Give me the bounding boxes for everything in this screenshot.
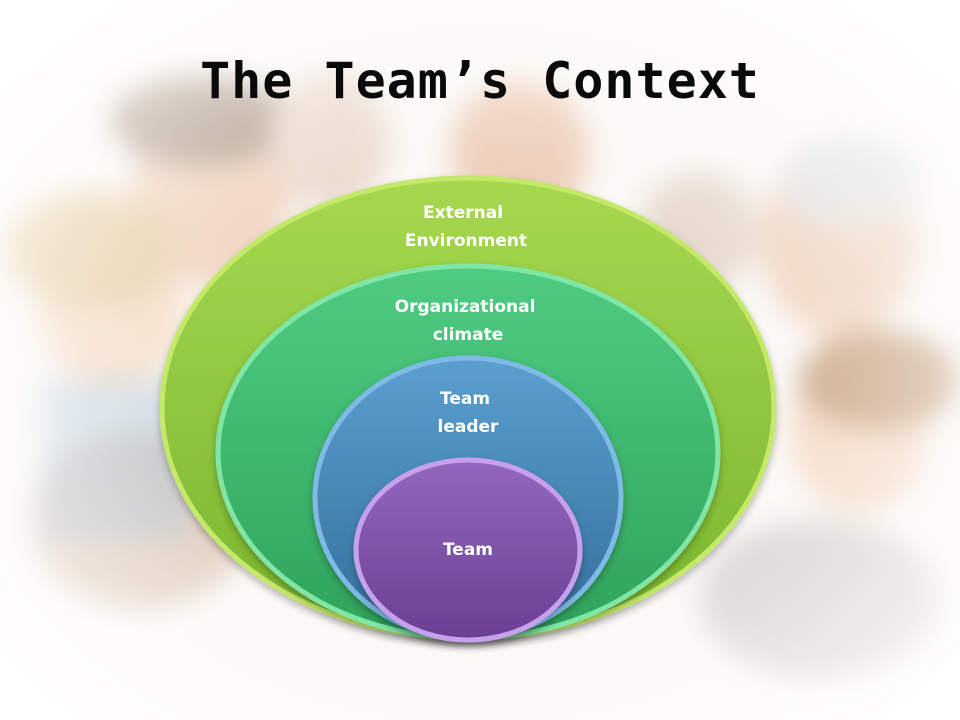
label-team: Team bbox=[443, 540, 493, 560]
label-team-leader: Team leader bbox=[438, 389, 500, 437]
label-organizational-climate: Organizational climate bbox=[395, 297, 542, 345]
page-title: The Team’s Context bbox=[200, 52, 760, 110]
label-external-environment: External Environment bbox=[405, 203, 527, 251]
ring-team bbox=[353, 457, 583, 643]
